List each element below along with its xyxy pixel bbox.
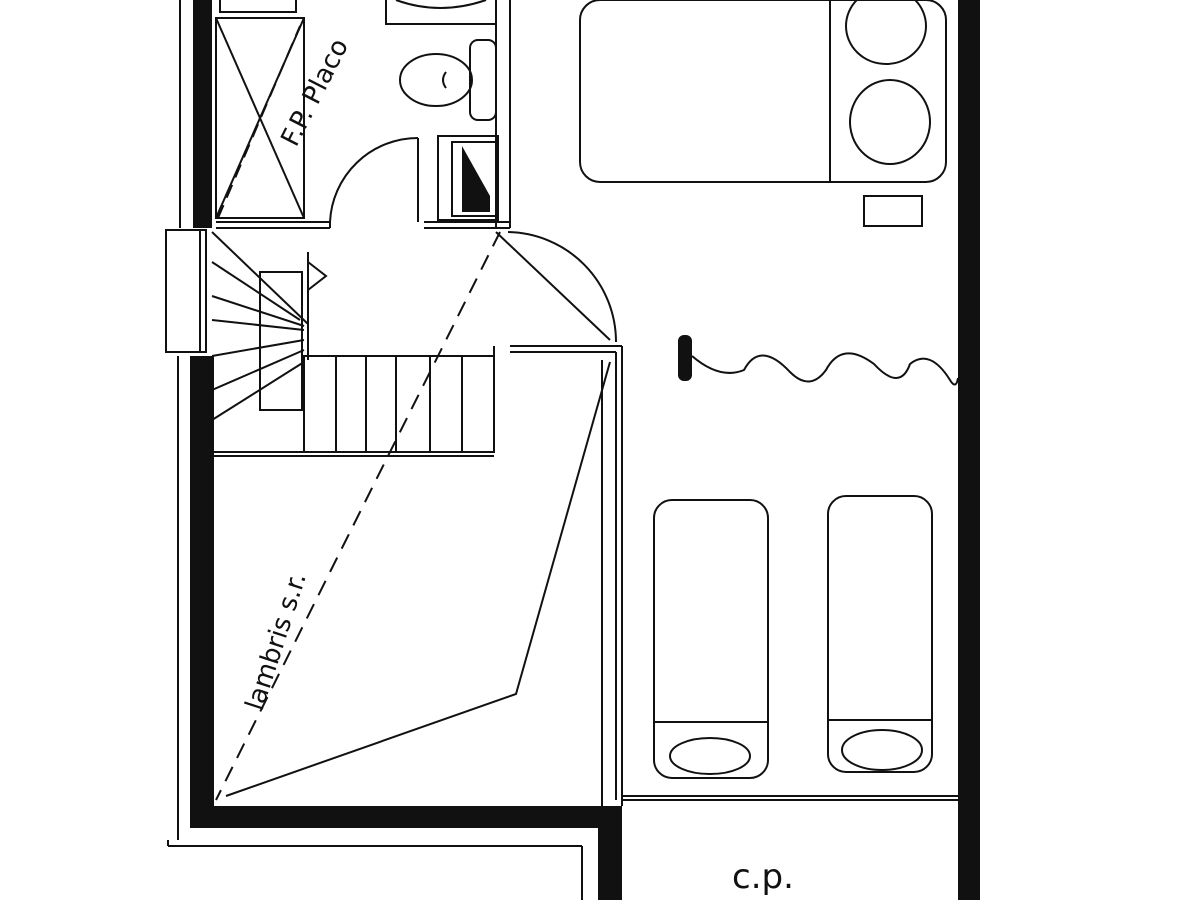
left-window xyxy=(165,229,207,353)
pillow-1 xyxy=(845,0,927,65)
curtain-rod-end xyxy=(678,335,692,381)
toilet-bowl xyxy=(399,53,473,107)
left-wall-upper xyxy=(193,0,212,228)
double-bed xyxy=(579,0,947,183)
shower-fill xyxy=(462,146,490,212)
curtain xyxy=(691,352,959,386)
pillow-3 xyxy=(669,737,751,775)
walls xyxy=(190,0,980,900)
bottom-wall-return xyxy=(598,806,622,900)
bottom-wall xyxy=(190,806,622,828)
left-wall-lower xyxy=(190,356,214,828)
toilet-tank xyxy=(469,39,497,121)
right-wall xyxy=(958,0,980,900)
night-stand xyxy=(863,195,923,227)
pillow-2 xyxy=(849,79,931,165)
outlines xyxy=(165,0,959,900)
shower-tray xyxy=(437,135,499,221)
label-closet: c.p. xyxy=(732,857,794,897)
single-bed-1 xyxy=(653,499,769,779)
single-bed-2 xyxy=(827,495,933,773)
upper-left-closet xyxy=(215,17,305,219)
pillow-4 xyxy=(841,729,923,771)
